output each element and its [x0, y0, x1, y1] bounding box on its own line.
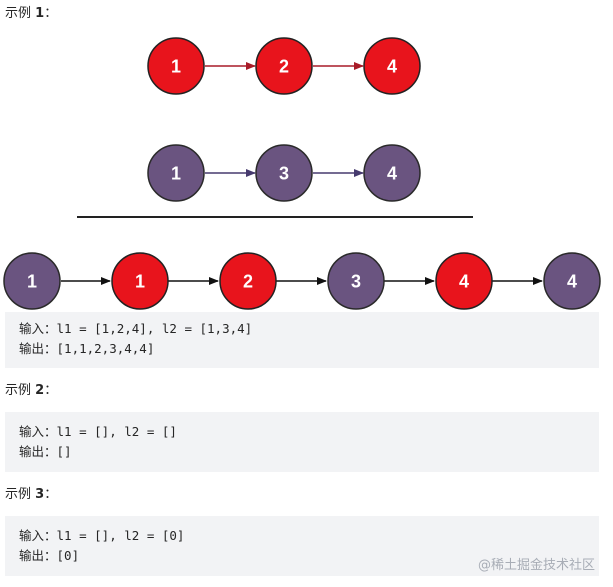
merged-node-3: 2: [219, 252, 277, 310]
example-3-output-value: [0]: [56, 548, 80, 563]
example-3-suffix: ：: [44, 487, 58, 502]
merged-node-6: 4: [543, 252, 601, 310]
example-2-suffix: ：: [44, 383, 58, 398]
example-1-prefix: 示例: [5, 6, 36, 21]
example-3-input-line: 输入：l1 = [], l2 = [0]: [19, 526, 599, 546]
list1-node-2-label: 2: [279, 57, 289, 77]
example-3-input-value: l1 = [], l2 = [0]: [56, 528, 185, 543]
example-3-code: 输入：l1 = [], l2 = [0] 输出：[0]: [5, 516, 599, 576]
list1-node-1: 1: [147, 37, 205, 95]
list1-node-1-label: 1: [171, 57, 181, 77]
example-2-output-label: 输出：: [19, 444, 57, 459]
example-1-input-line: 输入：l1 = [1,2,4], l2 = [1,3,4]: [19, 319, 599, 339]
merged-row: 1 1 2 3 4 4: [3, 252, 601, 310]
merged-node-1: 1: [3, 252, 61, 310]
example-1-input-value: l1 = [1,2,4], l2 = [1,3,4]: [56, 321, 253, 336]
example-1-output-label: 输出：: [19, 341, 57, 356]
list2-node-1-label: 1: [171, 164, 181, 184]
example-2-output-value: []: [56, 444, 72, 459]
example-3-output-line: 输出：[0]: [19, 546, 599, 566]
example-1-code: 输入：l1 = [1,2,4], l2 = [1,3,4] 输出：[1,1,2,…: [5, 312, 599, 368]
example-2-number: 2: [35, 383, 45, 398]
example-3-heading: 示例 3：: [5, 486, 57, 504]
example-2-output-line: 输出：[]: [19, 442, 599, 462]
list2-node-3: 4: [363, 144, 421, 202]
example-2-code: 输入：l1 = [], l2 = [] 输出：[]: [5, 412, 599, 472]
list2-node-2-label: 3: [279, 164, 289, 184]
list1-node-3: 4: [363, 37, 421, 95]
example-3-input-label: 输入：: [19, 528, 57, 543]
example-2-input-label: 输入：: [19, 424, 57, 439]
example-1-number: 1: [35, 6, 45, 21]
example-1-output-value: [1,1,2,3,4,4]: [56, 341, 155, 356]
example-3-prefix: 示例: [5, 487, 36, 502]
example-2-prefix: 示例: [5, 383, 36, 398]
merged-node-5-label: 4: [459, 272, 469, 292]
example-3-number: 3: [35, 487, 45, 502]
example-1-heading: 示例 1：: [5, 5, 57, 23]
list2-node-2: 3: [255, 144, 313, 202]
merged-node-2: 1: [111, 252, 169, 310]
merged-node-1-label: 1: [27, 272, 37, 292]
watermark: @稀土掘金技术社区: [478, 558, 596, 573]
list2-node-3-label: 4: [387, 164, 397, 184]
list1-row: 1 2 4: [147, 37, 421, 95]
merged-node-4: 3: [327, 252, 385, 310]
merged-node-4-label: 3: [351, 272, 361, 292]
example-2-input-line: 输入：l1 = [], l2 = []: [19, 422, 599, 442]
list2-row: 1 3 4: [147, 144, 421, 202]
list1-node-3-label: 4: [387, 57, 397, 77]
example-2-input-value: l1 = [], l2 = []: [56, 424, 177, 439]
example-1-input-label: 输入：: [19, 321, 57, 336]
example-3-output-label: 输出：: [19, 548, 57, 563]
example-1-suffix: ：: [44, 6, 58, 21]
merged-node-6-label: 4: [567, 272, 577, 292]
merged-node-2-label: 1: [135, 272, 145, 292]
example-2-heading: 示例 2：: [5, 382, 57, 400]
merged-node-3-label: 2: [243, 272, 253, 292]
merged-node-5: 4: [435, 252, 493, 310]
example-1-output-line: 输出：[1,1,2,3,4,4]: [19, 339, 599, 359]
list2-node-1: 1: [147, 144, 205, 202]
merge-diagram: 1 2 4 1 3 4: [3, 37, 601, 310]
list1-node-2: 2: [255, 37, 313, 95]
